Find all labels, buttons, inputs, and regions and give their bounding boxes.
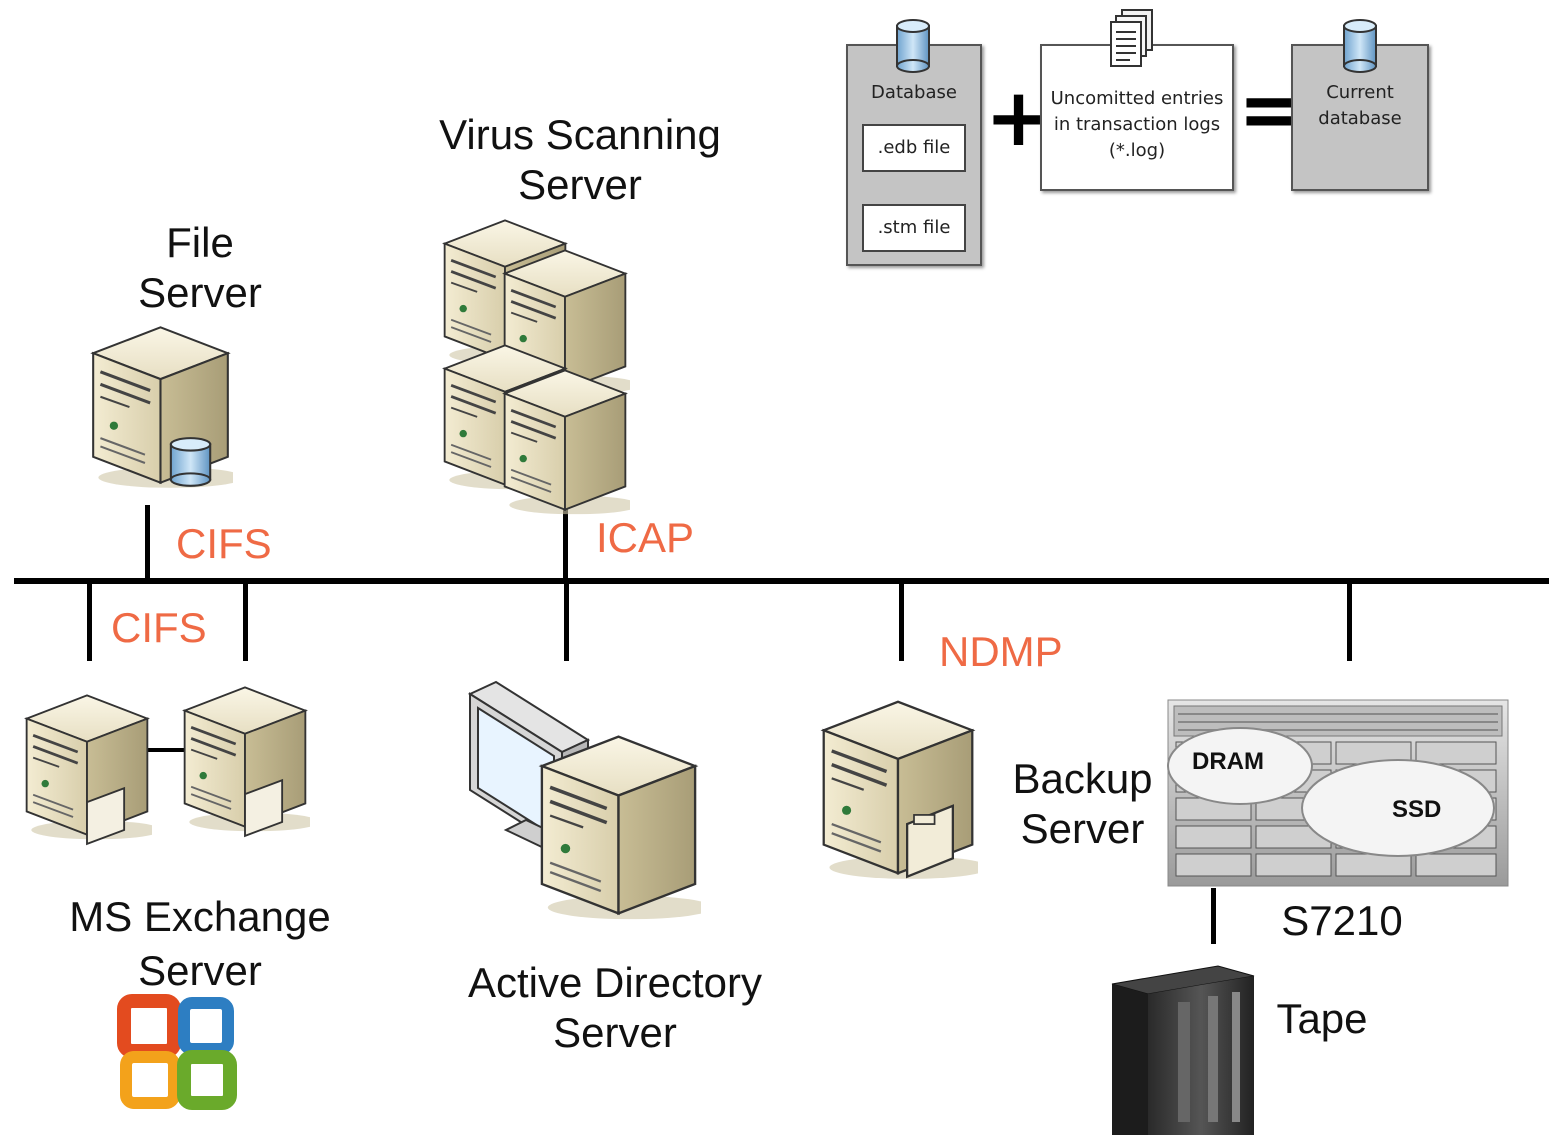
exchange-drop-right	[243, 581, 248, 661]
virus-scanning-server-icon	[440, 215, 660, 500]
exchange-cluster-link	[140, 748, 185, 752]
exchange-server-icon-left	[22, 690, 152, 846]
dram-label: DRAM	[1192, 748, 1264, 775]
cifs-file-label: CIFS	[176, 520, 272, 567]
current-database-text: Current database	[1318, 82, 1402, 129]
backup-server-label: Backup Server	[1012, 755, 1153, 852]
icap-label: ICAP	[596, 514, 695, 561]
active-directory-icon	[467, 680, 696, 920]
file-server-drop	[145, 505, 150, 581]
virus-scanning-server-label: Virus Scanning Server	[439, 111, 721, 208]
storage-tape-link	[1211, 888, 1216, 944]
office-logo-icon	[117, 994, 237, 1110]
storage-label: S7210	[1281, 897, 1403, 944]
active-directory-server-label: Active Directory Server	[467, 959, 763, 1056]
virus-server-drop	[563, 502, 568, 581]
edb-file-box: .edb file	[862, 124, 966, 172]
file-server-icon	[88, 322, 233, 488]
ndmp-label: NDMP	[939, 628, 1063, 675]
uncommitted-log-text: Uncomitted entries in transaction logs (…	[1050, 88, 1224, 161]
uncommitted-log-box: Uncomitted entries in transaction logs (…	[1040, 44, 1234, 191]
database-title: Database	[871, 82, 957, 103]
exchange-server-icon-right	[180, 682, 310, 838]
database-icon	[896, 19, 930, 73]
cifs-exchange-label: CIFS	[111, 604, 207, 651]
ssd-label: SSD	[1392, 796, 1442, 823]
ms-exchange-server-label: MS Exchange Server	[69, 893, 331, 994]
tape-library-icon	[1111, 965, 1255, 1135]
current-database-icon	[1343, 19, 1377, 73]
exchange-drop-left	[87, 581, 92, 661]
storage-appliance-icon	[1167, 699, 1509, 887]
backup-server-drop	[899, 581, 904, 661]
storage-drop	[1347, 581, 1352, 661]
backup-server-icon	[818, 695, 978, 880]
file-server-label: File Server	[138, 219, 262, 316]
active-directory-drop	[564, 581, 569, 661]
database-box: Database .edb file .stm file	[846, 44, 982, 266]
stm-file-box: .stm file	[862, 204, 966, 252]
tape-label: Tape	[1276, 995, 1368, 1042]
log-document-icon	[1110, 9, 1153, 67]
network-bus	[14, 578, 1549, 584]
